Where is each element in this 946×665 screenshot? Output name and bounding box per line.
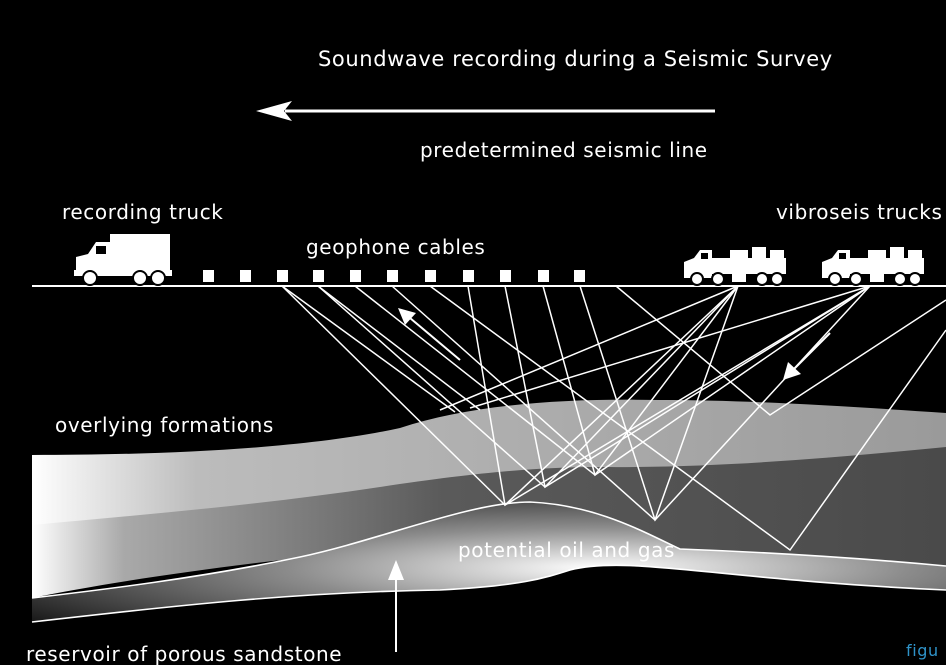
reservoir-sandstone [32,502,946,622]
figure-tag: figu [906,641,939,660]
seismic-line-arrow-icon [256,101,715,121]
geophone-icon [313,270,324,282]
vibroseis-truck-icon [822,247,924,286]
geophone-icon [574,270,585,282]
diagram-title: Soundwave recording during a Seismic Sur… [318,47,833,71]
recording-truck-label: recording truck [62,200,224,224]
reservoir-arrow-icon [388,560,404,652]
geophone-icon [425,270,436,282]
geophone-icon [203,270,214,282]
vibroseis-trucks-label: vibroseis trucks [776,200,943,224]
vibroseis-truck-icon [684,247,786,286]
seismic-line-label: predetermined seismic line [420,138,708,162]
geophone-icon [538,270,549,282]
geophone-cables-label: geophone cables [306,235,485,259]
geophone-icons [203,270,585,282]
geophone-icon [500,270,511,282]
recording-truck-icon [74,234,172,286]
wave-arrow-up-left-icon [398,308,461,361]
oil-gas-label: potential oil and gas [458,538,675,562]
overlying-formations-label: overlying formations [55,413,274,437]
seismic-ray-paths [281,285,946,552]
geophone-icon [277,270,288,282]
upper-formation-layer [32,399,946,525]
geophone-icon [240,270,251,282]
wave-arrow-down-left-icon [783,332,831,380]
reservoir-label: reservoir of porous sandstone [26,642,342,665]
geophone-icon [387,270,398,282]
geophone-icon [463,270,474,282]
subsurface-layers [31,399,946,623]
geophone-icon [350,270,361,282]
